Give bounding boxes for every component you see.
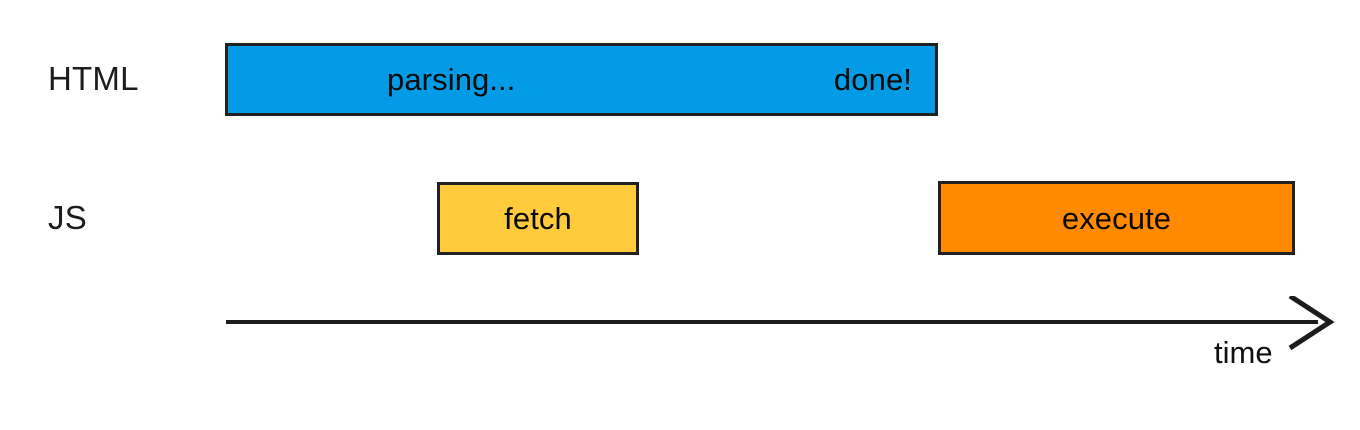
time-axis-arrow-icon	[226, 296, 1335, 351]
html-done-label: done!	[833, 62, 912, 97]
row-label-html: HTML	[48, 60, 139, 97]
js-execute-box: execute	[938, 181, 1295, 255]
time-axis-label: time	[1214, 335, 1273, 370]
row-label-js: JS	[48, 199, 87, 236]
html-parsing-bar: parsing... done!	[225, 43, 938, 116]
js-execute-label: execute	[1061, 200, 1172, 236]
html-parsing-label: parsing...	[387, 62, 516, 97]
time-axis-arrowhead	[1288, 296, 1335, 351]
js-fetch-box: fetch	[437, 182, 639, 255]
js-fetch-label: fetch	[504, 201, 572, 236]
